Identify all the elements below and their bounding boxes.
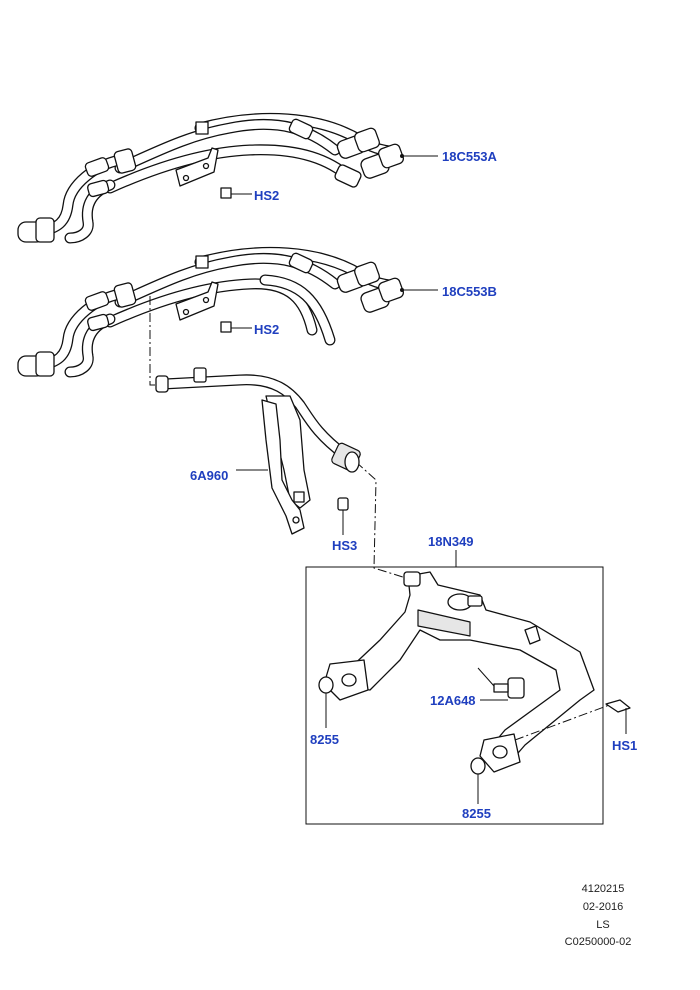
seal-left[interactable] xyxy=(318,676,334,728)
connection-line-hose-to-pipe xyxy=(149,296,160,386)
callout-seal-right[interactable]: 8255 xyxy=(462,806,491,821)
bolt-pipe[interactable] xyxy=(337,497,349,535)
callout-pipe[interactable]: 6A960 xyxy=(190,468,228,483)
reference-block: 4120215 02-2016 LS C0250000-02 xyxy=(565,883,632,948)
svg-text:C0250000-02: C0250000-02 xyxy=(565,936,632,948)
callout-clip-upper[interactable]: HS2 xyxy=(254,188,279,203)
svg-text:LS: LS xyxy=(596,919,609,931)
callout-hose-upper[interactable]: 18C553A xyxy=(442,149,498,164)
callout-seal-left[interactable]: 8255 xyxy=(310,732,339,747)
connection-line-pipe-to-housing xyxy=(355,461,407,579)
clip-lower[interactable] xyxy=(220,321,252,333)
housing-detail-frame xyxy=(305,566,604,825)
callout-hose-lower[interactable]: 18C553B xyxy=(442,284,497,299)
hose-assembly-upper[interactable] xyxy=(17,112,405,244)
bolt-housing[interactable] xyxy=(514,699,631,741)
callout-sensor[interactable]: 12A648 xyxy=(430,693,476,708)
seal-right[interactable] xyxy=(470,757,486,804)
clip-upper[interactable] xyxy=(220,187,252,199)
callout-housing[interactable]: 18N349 xyxy=(428,534,474,549)
callout-clip-lower[interactable]: HS2 xyxy=(254,322,279,337)
callout-bolt-pipe[interactable]: HS3 xyxy=(332,538,357,553)
temperature-sensor[interactable] xyxy=(477,667,525,699)
hose-assembly-lower[interactable] xyxy=(17,246,405,378)
water-outlet-housing[interactable] xyxy=(323,571,595,773)
svg-text:02-2016: 02-2016 xyxy=(583,901,623,913)
coolant-pipe[interactable] xyxy=(155,367,362,535)
callout-bolt-housing[interactable]: HS1 xyxy=(612,738,637,753)
svg-text:4120215: 4120215 xyxy=(582,883,625,895)
